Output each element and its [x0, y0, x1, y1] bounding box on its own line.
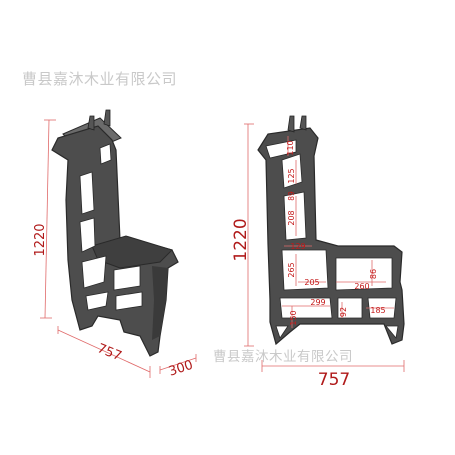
dim-label: 205: [304, 278, 319, 287]
dim-label: 92: [339, 307, 348, 317]
perspective-handle-icon: [103, 109, 111, 127]
perspective-depth-label: 300: [167, 358, 195, 380]
dim-label: 299: [310, 298, 325, 307]
perspective-height-label: 1220: [33, 223, 48, 256]
dim-label: 110: [286, 140, 295, 155]
side-view-chair: [257, 115, 405, 346]
side-view-width-label: 757: [318, 370, 350, 390]
dim-label: 89: [287, 191, 296, 201]
dim-label: 260: [354, 282, 369, 291]
dim-label: 265: [287, 262, 296, 277]
perspective-dimension-lines: [40, 119, 197, 378]
dim-label: 125: [287, 168, 296, 183]
side-view-handle-icon: [287, 115, 295, 133]
perspective-chair: [51, 109, 179, 357]
dim-label: 86: [369, 269, 378, 279]
side-view-handle-icon: [299, 115, 307, 131]
side-view-height-label: 1220: [231, 218, 251, 261]
perspective-width-label: 757: [95, 341, 124, 364]
side-view-dimension-lines: [244, 123, 405, 372]
perspective-handle-icon: [87, 115, 95, 131]
dim-label: 129: [290, 242, 305, 251]
dim-label: 185: [370, 306, 385, 315]
dim-label: 150: [289, 310, 298, 325]
dim-label: 208: [287, 210, 296, 225]
